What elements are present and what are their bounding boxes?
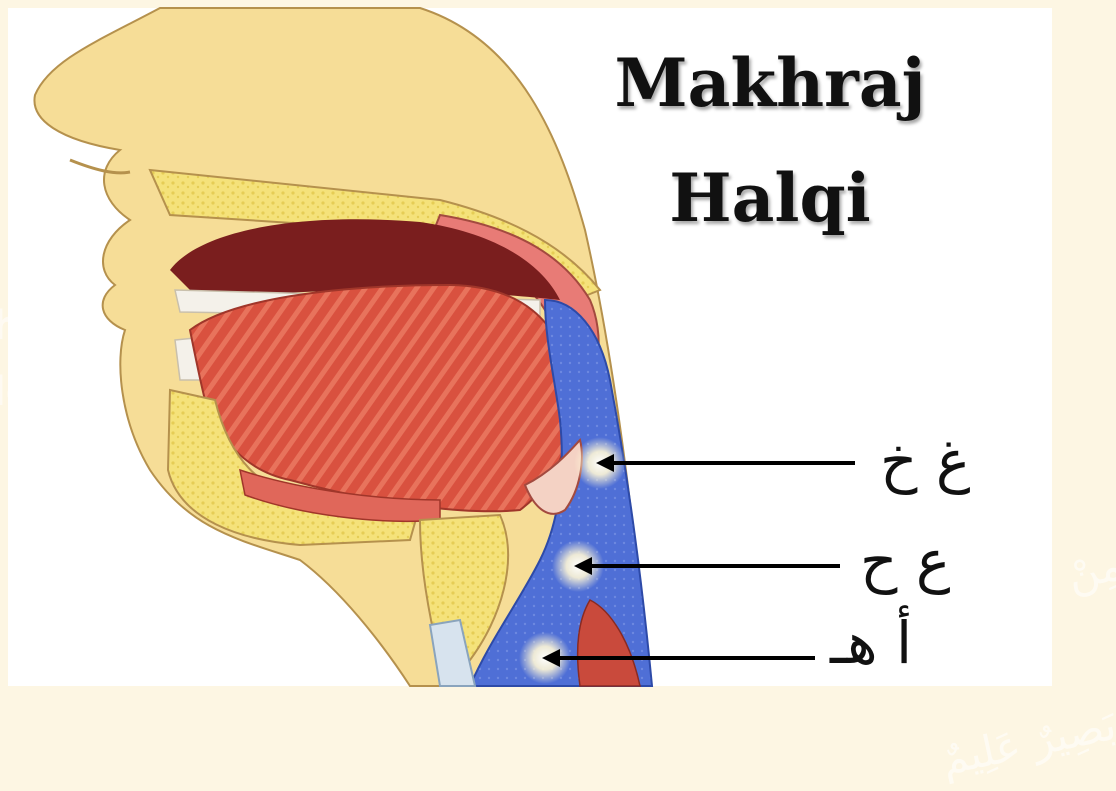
label-ghain-kha: غ خ bbox=[880, 432, 970, 490]
label-ain-ha: ع ح bbox=[860, 532, 950, 590]
diagram-title-line-1: Makhraj bbox=[560, 50, 980, 116]
label-alif-ha: أ هـ bbox=[830, 614, 912, 672]
diagram-title-line-2: Halqi bbox=[560, 165, 980, 231]
